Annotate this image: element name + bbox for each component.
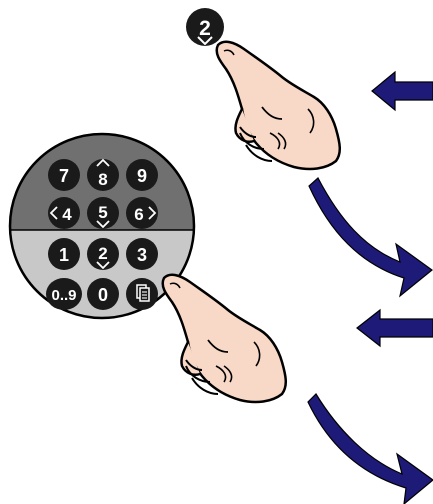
curved-arrow-icon bbox=[309, 178, 432, 296]
curved-arrow-icon bbox=[308, 394, 433, 504]
key-9[interactable]: 9 bbox=[126, 159, 158, 191]
key-6[interactable]: 6 bbox=[126, 197, 158, 229]
key-0[interactable]: 0 bbox=[87, 278, 119, 310]
key-0-label: 0 bbox=[98, 285, 108, 305]
step-key-label: 2 bbox=[199, 17, 211, 40]
key-1[interactable]: 1 bbox=[48, 238, 80, 270]
key-0-9[interactable]: 0..9 bbox=[46, 278, 82, 310]
key-3-label: 3 bbox=[137, 245, 147, 265]
step-key: 2 bbox=[186, 8, 224, 46]
key-2-label: 2 bbox=[98, 244, 107, 263]
key-9-label: 9 bbox=[137, 166, 147, 186]
key-7-label: 7 bbox=[59, 166, 69, 186]
pointing-hand-icon bbox=[163, 275, 286, 402]
key-2[interactable]: 2 bbox=[87, 238, 119, 270]
key-8-label: 8 bbox=[98, 170, 107, 189]
key-4-label: 4 bbox=[62, 205, 72, 224]
key-5-label: 5 bbox=[98, 203, 107, 222]
pointing-hand-icon bbox=[217, 42, 340, 169]
key-7[interactable]: 7 bbox=[48, 159, 80, 191]
key-0-9-label: 0..9 bbox=[51, 287, 76, 304]
key-6-label: 6 bbox=[134, 205, 143, 224]
left-arrow-icon bbox=[372, 72, 433, 110]
key-8[interactable]: 8 bbox=[87, 159, 119, 191]
key-3[interactable]: 3 bbox=[126, 238, 158, 270]
key-1-label: 1 bbox=[59, 245, 69, 265]
left-arrow-icon bbox=[357, 310, 433, 346]
key-4[interactable]: 4 bbox=[48, 197, 80, 229]
key-documents[interactable] bbox=[126, 278, 158, 310]
key-5[interactable]: 5 bbox=[87, 197, 119, 229]
